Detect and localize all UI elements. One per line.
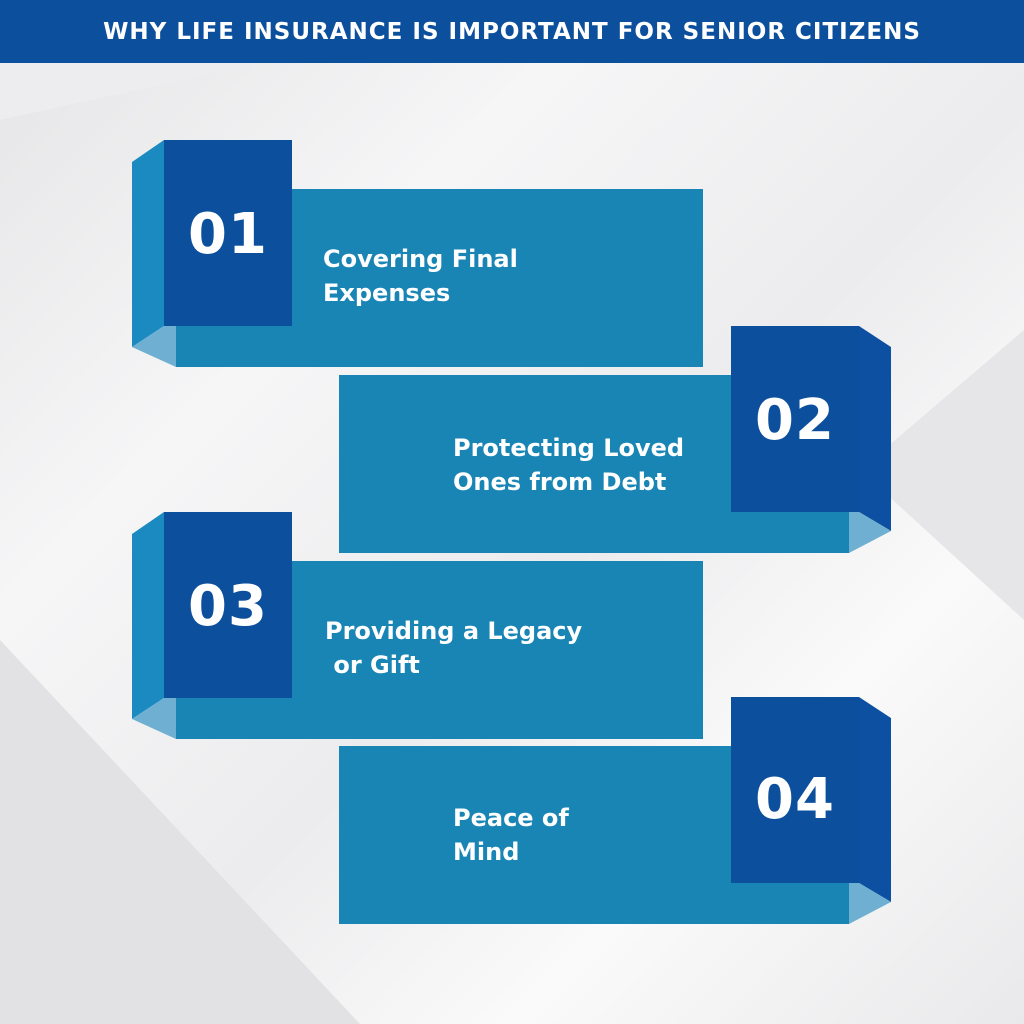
step-side-02 xyxy=(859,326,891,531)
step-number-03: 03 xyxy=(188,574,268,639)
step-square-03 xyxy=(164,512,292,698)
step-number-02: 02 xyxy=(755,388,835,453)
step-side-01 xyxy=(132,140,164,347)
step-label-line: Ones from Debt xyxy=(453,468,667,496)
title-banner: WHY LIFE INSURANCE IS IMPORTANT FOR SENI… xyxy=(0,0,1024,63)
step-facet-04 xyxy=(849,883,891,924)
step-label-line: Providing a Legacy xyxy=(325,617,583,645)
step-facet-01 xyxy=(132,326,176,367)
page-title: WHY LIFE INSURANCE IS IMPORTANT FOR SENI… xyxy=(103,18,921,45)
step-square-04 xyxy=(731,697,859,883)
step-label-03: Providing a Legacy or Gift xyxy=(325,614,582,682)
step-side-03 xyxy=(132,512,164,719)
step-label-01: Covering Final Expenses xyxy=(323,242,518,310)
step-label-line: Peace of xyxy=(453,804,569,832)
step-label-line: Covering Final xyxy=(323,245,518,273)
step-label-02: Protecting Loved Ones from Debt xyxy=(453,431,684,499)
step-label-line: Mind xyxy=(453,838,520,866)
step-band-03 xyxy=(176,561,703,739)
step-square-02 xyxy=(731,326,859,512)
step-band-04 xyxy=(339,746,849,924)
step-number-04: 04 xyxy=(755,767,835,832)
step-square-01 xyxy=(164,140,292,326)
step-number-01: 01 xyxy=(188,202,268,267)
step-band-01 xyxy=(176,189,703,367)
step-label-line: Protecting Loved xyxy=(453,434,685,462)
step-label-line: or Gift xyxy=(325,651,420,679)
step-facet-03 xyxy=(132,698,176,739)
step-side-04 xyxy=(859,697,891,902)
step-label-04: Peace of Mind xyxy=(453,801,569,869)
step-label-line: Expenses xyxy=(323,279,451,307)
step-band-02 xyxy=(339,375,849,553)
step-facet-02 xyxy=(849,512,891,553)
